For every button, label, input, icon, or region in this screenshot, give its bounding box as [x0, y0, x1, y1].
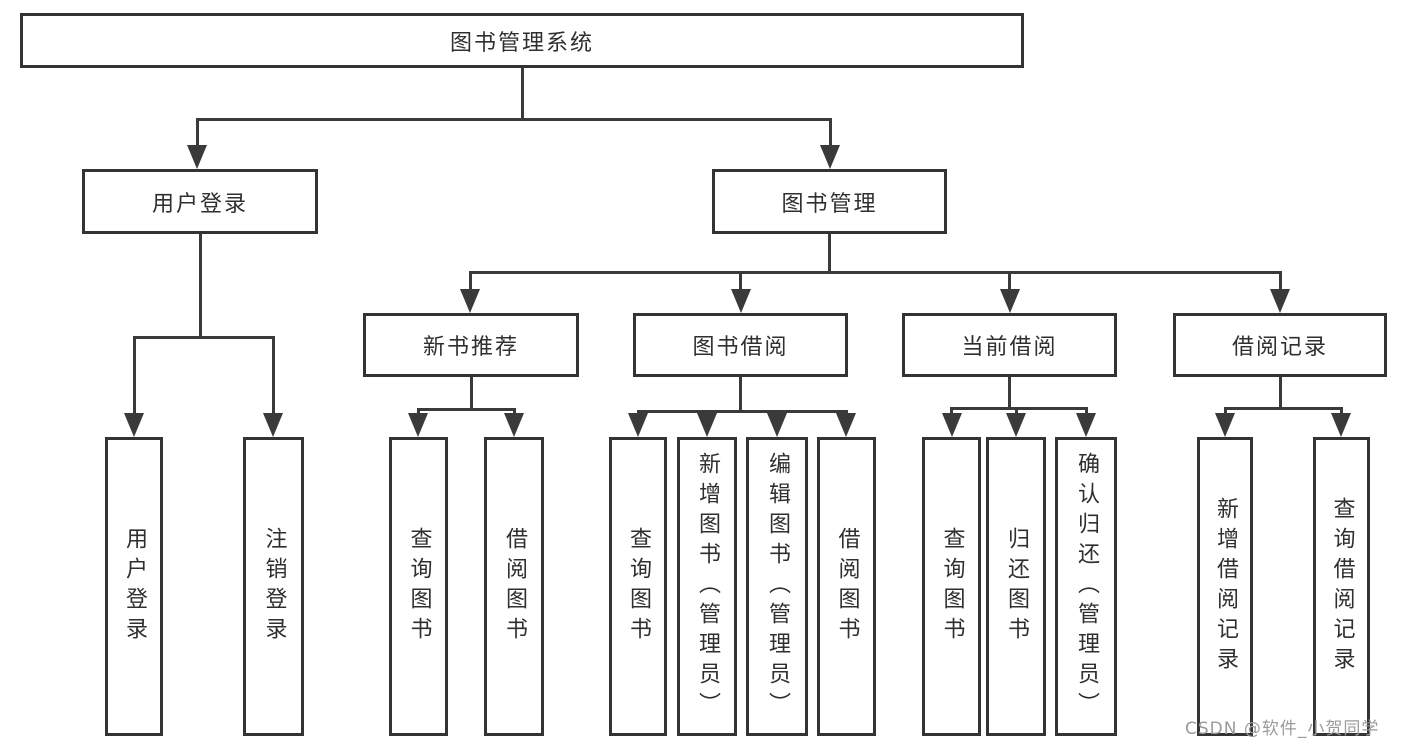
- connector-line: [1008, 271, 1011, 292]
- connector-line: [512, 408, 516, 417]
- connector-line: [1278, 271, 1282, 292]
- node-label: 图书借阅: [692, 335, 789, 360]
- arrow-down-icon: [1006, 413, 1026, 437]
- leaf-logout: 注销登录: [243, 437, 304, 736]
- connector-line: [1084, 407, 1088, 417]
- connector-line: [468, 271, 1282, 274]
- leaf-label: 用户登录: [122, 526, 147, 647]
- leaf-label: 新增借阅记录: [1213, 496, 1238, 677]
- connector-line: [828, 118, 832, 148]
- arrow-down-icon: [1076, 413, 1096, 437]
- connector-line: [468, 271, 472, 292]
- leaf-label: 新增图书（管理员）: [695, 451, 720, 722]
- csdn-watermark: CSDN @软件_小贺同学: [1185, 719, 1380, 739]
- leaf-query-books-recommend: 查询图书: [389, 437, 448, 736]
- connector-line: [1223, 407, 1343, 410]
- node-book-management: 图书管理: [712, 169, 947, 234]
- node-new-book-recommend: 新书推荐: [363, 313, 579, 377]
- arrow-down-icon: [1270, 289, 1290, 313]
- leaf-label: 编辑图书（管理员）: [765, 451, 790, 722]
- leaf-label: 查询图书: [626, 526, 651, 647]
- arrow-down-icon: [263, 413, 283, 437]
- leaf-label: 注销登录: [261, 526, 287, 647]
- connector-line: [739, 377, 742, 413]
- arrow-down-icon: [767, 413, 787, 437]
- arrow-down-icon: [460, 289, 480, 313]
- connector-line: [828, 233, 831, 274]
- connector-line: [416, 408, 420, 417]
- connector-line: [636, 410, 848, 413]
- connector-line: [469, 377, 473, 411]
- leaf-label: 借阅图书: [502, 526, 527, 647]
- leaf-query-books-current: 查询图书: [922, 437, 981, 736]
- connector-line: [195, 118, 199, 148]
- leaf-return-book: 归还图书: [986, 437, 1046, 736]
- connector-line: [1339, 407, 1343, 417]
- arrow-down-icon: [187, 145, 207, 169]
- leaf-label: 归还图书: [1004, 526, 1029, 647]
- leaf-confirm-return-admin: 确认归还（管理员）: [1055, 437, 1117, 736]
- arrow-down-icon: [628, 413, 648, 437]
- arrow-down-icon: [408, 413, 428, 437]
- connector-line: [198, 233, 202, 339]
- arrow-down-icon: [836, 413, 856, 437]
- leaf-user-login: 用户登录: [105, 437, 163, 736]
- arrow-down-icon: [1331, 413, 1351, 437]
- node-root-system: 图书管理系统: [20, 13, 1024, 68]
- leaf-label: 查询图书: [939, 526, 965, 647]
- arrow-down-icon: [124, 413, 144, 437]
- connector-line: [416, 408, 516, 411]
- arrow-down-icon: [504, 413, 524, 437]
- arrow-down-icon: [820, 145, 840, 169]
- leaf-label: 借阅图书: [834, 526, 860, 647]
- arrow-down-icon: [999, 289, 1020, 313]
- connector-line: [132, 336, 136, 416]
- leaf-label: 查询图书: [406, 526, 432, 647]
- connector-line: [520, 66, 524, 121]
- leaf-edit-book-admin: 编辑图书（管理员）: [746, 437, 808, 736]
- connector-line: [1008, 377, 1011, 410]
- node-label: 借阅记录: [1231, 335, 1328, 360]
- node-label: 当前借阅: [961, 335, 1058, 360]
- connector-line: [1014, 407, 1018, 417]
- connector-line: [1278, 377, 1282, 410]
- node-user-login: 用户登录: [82, 169, 318, 234]
- arrow-down-icon: [1215, 413, 1235, 437]
- connector-line: [1223, 407, 1227, 417]
- node-book-borrow: 图书借阅: [633, 313, 848, 377]
- connector-line: [195, 118, 832, 121]
- node-root-label: 图书管理系统: [449, 30, 594, 56]
- connector-line: [132, 336, 275, 339]
- leaf-borrow-books-recommend: 借阅图书: [484, 437, 544, 736]
- arrow-down-icon: [697, 413, 717, 437]
- arrow-down-icon: [941, 413, 962, 437]
- arrow-down-icon: [730, 289, 751, 313]
- leaf-label: 查询借阅记录: [1329, 496, 1355, 677]
- node-label: 图书管理: [781, 191, 878, 217]
- leaf-add-book-admin: 新增图书（管理员）: [677, 437, 737, 736]
- connector-line: [950, 407, 953, 417]
- leaf-query-borrow-record: 查询借阅记录: [1313, 437, 1370, 736]
- connector-line: [739, 271, 742, 292]
- leaf-borrow-books: 借阅图书: [817, 437, 876, 736]
- connector-line: [271, 336, 275, 416]
- leaf-add-borrow-record: 新增借阅记录: [1197, 437, 1253, 736]
- connector-line: [950, 407, 1088, 410]
- node-borrow-records: 借阅记录: [1173, 313, 1387, 377]
- node-current-borrow: 当前借阅: [902, 313, 1117, 377]
- node-label: 用户登录: [151, 191, 248, 217]
- leaf-query-books-borrow: 查询图书: [609, 437, 667, 736]
- node-label: 新书推荐: [422, 335, 519, 360]
- leaf-label: 确认归还（管理员）: [1074, 451, 1099, 722]
